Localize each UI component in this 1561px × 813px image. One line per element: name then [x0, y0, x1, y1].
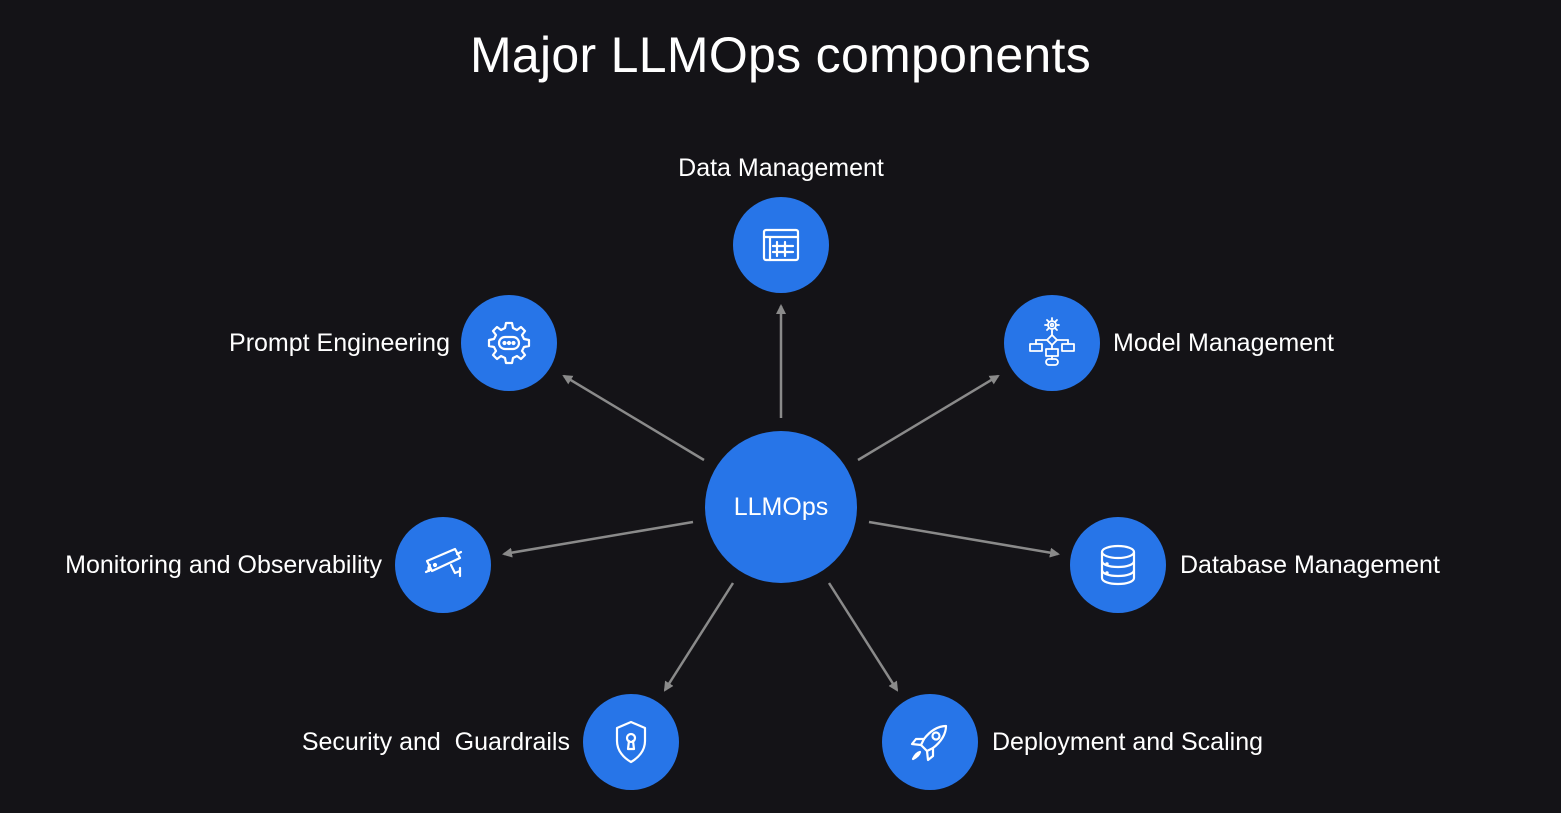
monitoring-observability-label: Monitoring and Observability	[65, 551, 382, 579]
database-icon	[1100, 544, 1136, 586]
model-management-node	[1004, 295, 1100, 391]
gear-chat-icon	[487, 321, 531, 365]
data-management-label: Data Management	[678, 154, 884, 182]
camera-icon	[424, 547, 463, 578]
shield-lock-icon	[615, 720, 647, 764]
arrow-to-monitoring-observability	[502, 520, 694, 558]
database-management-node	[1070, 517, 1166, 613]
hub-label: LLMOps	[733, 492, 829, 521]
arrow-to-prompt-engineering	[562, 374, 705, 462]
prompt-engineering-node	[461, 295, 557, 391]
deployment-scaling-node	[882, 694, 978, 790]
arrow-to-security-guardrails	[663, 582, 735, 692]
database-management-label: Database Management	[1180, 551, 1440, 579]
prompt-engineering-label: Prompt Engineering	[229, 329, 450, 357]
data-management-node	[733, 197, 829, 293]
arrow-to-model-management	[857, 374, 1000, 462]
table-icon	[762, 228, 800, 262]
flowchart-gear-icon	[1029, 317, 1075, 366]
arrow-to-database-management	[868, 520, 1060, 558]
monitoring-observability-node	[395, 517, 491, 613]
model-management-label: Model Management	[1113, 329, 1334, 357]
diagram-title: Major LLMOps components	[469, 27, 1092, 83]
deployment-scaling-label: Deployment and Scaling	[992, 728, 1263, 756]
rocket-icon	[910, 724, 948, 762]
llmops-hub: LLMOps	[705, 431, 857, 583]
security-guardrails-label: Security and Guardrails	[301, 728, 570, 756]
security-guardrails-node	[583, 694, 679, 790]
arrow-to-deployment-scaling	[827, 582, 899, 692]
